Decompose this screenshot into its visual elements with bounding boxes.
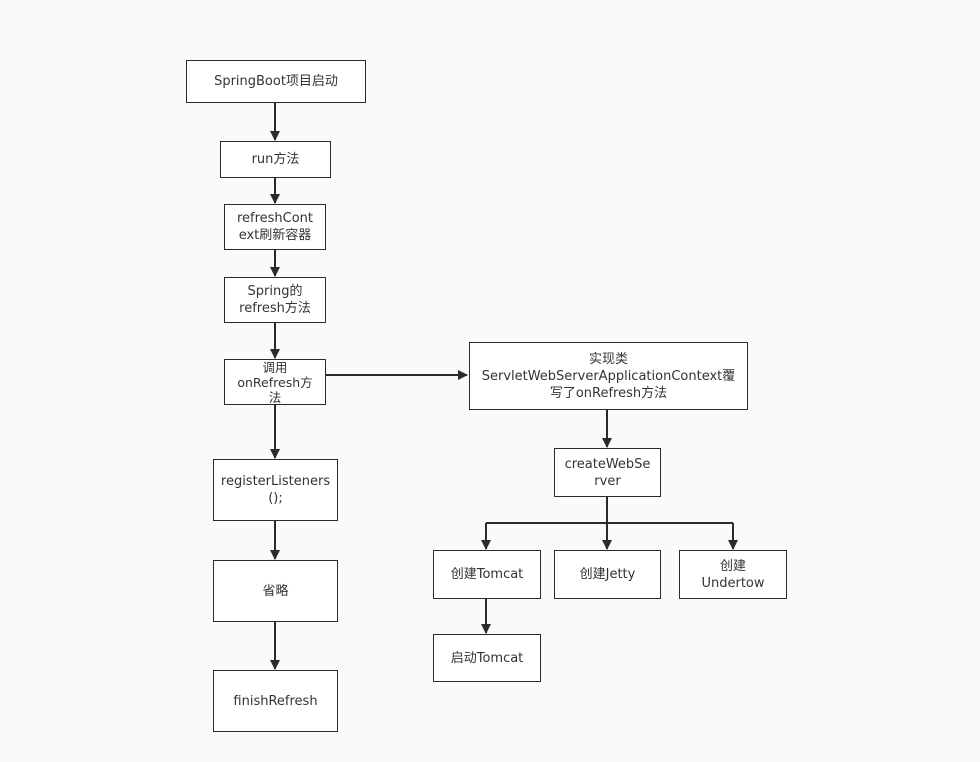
node-finishrefresh: finishRefresh (213, 670, 338, 732)
node-call-onrefresh: 调用 onRefresh方 法 (224, 359, 326, 405)
node-createwebserver: createWebSe rver (554, 448, 661, 497)
node-create-tomcat: 创建Tomcat (433, 550, 541, 599)
node-create-undertow: 创建 Undertow (679, 550, 787, 599)
node-registerlisteners: registerListeners (); (213, 459, 338, 521)
node-start-tomcat: 启动Tomcat (433, 634, 541, 682)
node-springboot-start: SpringBoot项目启动 (186, 60, 366, 103)
node-omitted: 省略 (213, 560, 338, 622)
node-run-method: run方法 (220, 141, 331, 178)
node-refresh-context: refreshCont ext刷新容器 (224, 204, 326, 250)
node-spring-refresh: Spring的 refresh方法 (224, 277, 326, 323)
node-impl-class: 实现类 ServletWebServerApplicationContext覆 … (469, 342, 748, 410)
node-create-jetty: 创建Jetty (554, 550, 661, 599)
